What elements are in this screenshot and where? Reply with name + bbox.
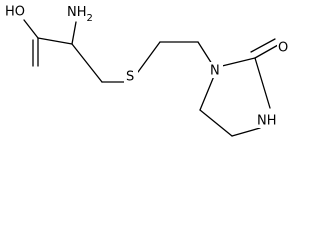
- molecule-svg: HO NH2 S N O NH: [5, 4, 291, 137]
- atom-amino-label: NH2: [67, 5, 93, 24]
- bond-carboxyl-alpha: [37, 37, 73, 45]
- carbonyl-oxygen-label-bg: [277, 40, 291, 56]
- bonds: [23, 19, 279, 137]
- atom-labels: HO NH2 S N O NH: [5, 5, 291, 129]
- bond-s-ch2: [137, 41, 161, 73]
- ring-nitrogen-label-bg: [209, 62, 223, 78]
- atom-carbonyl-oxygen-label: O: [278, 41, 288, 56]
- atom-ring-nh-label: NH: [257, 114, 277, 129]
- atom-amino-text: NH: [67, 5, 87, 20]
- bond-ring-co-2: [250, 38, 276, 53]
- bond-ring-ch2-ch2: [199, 109, 233, 137]
- structure-diagram: HO NH2 S N O NH: [5, 4, 291, 137]
- bond-ring-co-1: [254, 44, 279, 59]
- bond-ch2-n: [197, 41, 213, 65]
- bond-amino: [71, 21, 77, 45]
- ring-nh-label-bg: [256, 112, 282, 128]
- bond-alpha-ch2: [71, 43, 103, 83]
- bond-ring-ch2-n: [199, 75, 215, 111]
- atom-thioether-label: S: [126, 70, 134, 85]
- atom-ring-nitrogen-label: N: [210, 64, 220, 79]
- bond-ring-n-carbonyl: [221, 57, 256, 67]
- bond-ring-carbonyl-nh: [254, 57, 271, 109]
- thioether-label-bg: [124, 68, 138, 84]
- bond-hydroxyl: [23, 19, 39, 39]
- atom-hydroxyl-label: HO: [5, 5, 25, 20]
- atom-amino-subscript: 2: [87, 13, 93, 24]
- bond-ring-nh-ch2: [231, 127, 261, 137]
